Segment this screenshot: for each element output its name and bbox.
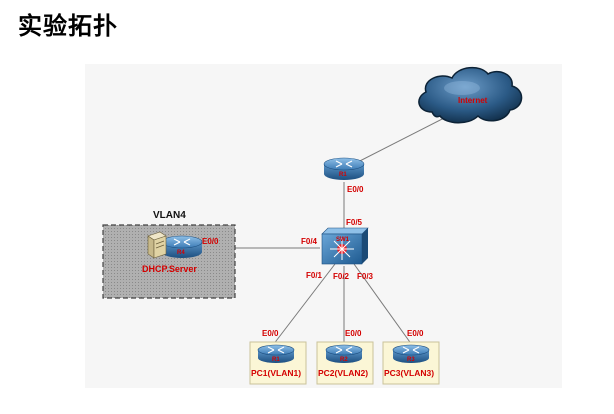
pc1-label: PC1(VLAN1) <box>251 368 301 378</box>
sw-f01-port-label: F0/1 <box>306 271 323 280</box>
page-title: 实验拓扑 <box>18 12 118 40</box>
vlan4-box <box>102 224 236 299</box>
sw1-label: SW1 <box>336 237 350 243</box>
sw-f02-port-label: F0/2 <box>333 272 350 281</box>
link-sw-pc3 <box>353 263 413 346</box>
pc2-e00-port-label: E0/0 <box>345 329 362 338</box>
dhcp-server-label: DHCP.Server <box>142 264 197 274</box>
switch-sw1-icon[interactable] <box>321 227 369 265</box>
sw-f05-port-label: F0/5 <box>346 218 363 227</box>
r4-e00-port-label: E0/0 <box>202 237 219 246</box>
pc3-label: PC3(VLAN3) <box>384 368 434 378</box>
sw-f04-port-label: F0/4 <box>301 237 318 246</box>
vlan4-label: VLAN4 <box>153 210 186 221</box>
router-r1-icon[interactable] <box>323 157 365 180</box>
link-r1-internet <box>349 113 453 167</box>
pc1-icon-label: R1 <box>272 357 280 363</box>
r1-e00-port-label: E0/0 <box>347 185 364 194</box>
server-icon[interactable] <box>147 231 167 259</box>
r1-label: R1 <box>339 172 347 178</box>
pc3-icon-label: R3 <box>407 357 415 363</box>
pc2-label: PC2(VLAN2) <box>318 368 368 378</box>
sw-f03-port-label: F0/3 <box>357 272 374 281</box>
internet-label: Internet <box>458 96 488 105</box>
links <box>193 113 453 346</box>
pc2-router-icon[interactable] <box>325 344 363 363</box>
pc1-e00-port-label: E0/0 <box>262 329 279 338</box>
pc3-router-icon[interactable] <box>392 344 430 363</box>
r4-label: R4 <box>177 250 185 256</box>
pc2-icon-label: R2 <box>340 357 348 363</box>
link-sw-pc1 <box>272 263 336 346</box>
pc1-router-icon[interactable] <box>257 344 295 363</box>
router-r4-icon[interactable] <box>161 235 203 258</box>
internet-cloud-icon[interactable] <box>418 66 523 124</box>
pc3-e00-port-label: E0/0 <box>407 329 424 338</box>
